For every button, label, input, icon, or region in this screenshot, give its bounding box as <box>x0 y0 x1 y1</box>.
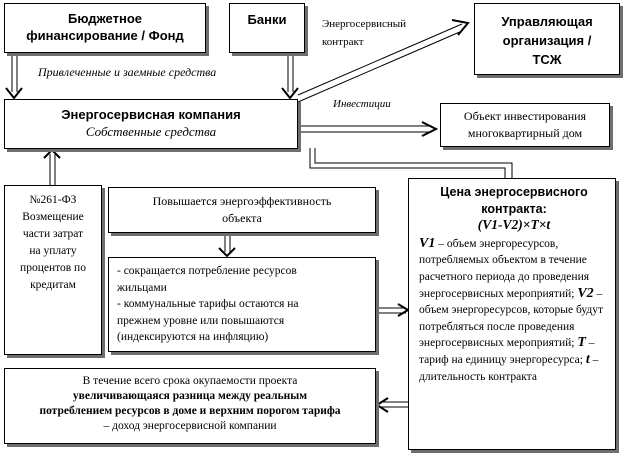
price-title-2: контракта: <box>481 201 547 216</box>
object-line-1: Объект инвестирования <box>463 109 587 123</box>
budget-funding-box: Бюджетное финансирование / Фонд <box>4 3 206 53</box>
efficiency-line-2: объекта <box>222 211 262 225</box>
revenue-box: В течение всего срока окупаемости проект… <box>4 368 376 444</box>
revenue-line-3: потреблением ресурсов в доме и верхним п… <box>39 405 341 417</box>
price-title-1: Цена энергосервисного <box>440 185 588 199</box>
mgmt-line-1: Управляющая <box>501 14 593 29</box>
mgmt-line-3: ТСЖ <box>532 52 562 67</box>
efficiency-line-1: Повышается энергоэффективность <box>152 194 332 208</box>
price-v2-symbol: V2 <box>577 285 594 301</box>
law-261-box: №261-ФЗ Возмещение части затрат на уплат… <box>4 185 102 355</box>
law-line-1: №261-ФЗ <box>29 194 77 206</box>
effects-box: - сокращается потребление ресурсов жильц… <box>108 257 376 352</box>
effect-line-1: - сокращается потребление ресурсов <box>117 265 297 277</box>
esco-subtitle: Собственные средства <box>85 124 217 139</box>
revenue-line-4: – доход энергосервисной компании <box>103 420 277 432</box>
contract-label-line-2: контракт <box>322 36 364 48</box>
price-v1-text: – объем энергоресурсов, потребляемых объ… <box>419 237 590 300</box>
object-line-2: многоквартирный дом <box>467 126 583 140</box>
effect-line-4: прежнем уровне или повышаются <box>117 314 285 327</box>
contract-price-box: Цена энергосервисного контракта: (V1-V2)… <box>408 178 616 450</box>
price-formula: (V1-V2)×T×t <box>477 217 551 233</box>
revenue-line-2: увеличивающаяся разница между реальным <box>72 390 308 402</box>
law-line-4: на уплату <box>29 245 77 257</box>
budget-line-2: финансирование / Фонд <box>26 28 184 43</box>
mgmt-line-2: организация / <box>502 33 592 48</box>
esco-title: Энергосервисная компания <box>61 107 241 122</box>
price-v1-symbol: V1 <box>419 235 436 251</box>
price-v2-text: – объем энергоресурсов, которые будут по… <box>419 287 604 350</box>
banks-box: Банки <box>229 3 305 53</box>
budget-line-1: Бюджетное <box>67 11 143 26</box>
price-tt-text: – длительность контракта <box>419 353 599 383</box>
law-line-3: части затрат <box>22 228 84 240</box>
banks-label: Банки <box>247 12 287 27</box>
price-definitions: V1 – объем энергоресурсов, потребляемых … <box>419 236 609 385</box>
law-line-5: процентов по <box>20 262 86 274</box>
effect-line-2: жильцами <box>117 281 167 294</box>
investment-object-box: Объект инвестирования многоквартирный до… <box>440 103 610 147</box>
price-t-text: – тариф на единицу энергоресурса; <box>419 337 595 366</box>
law-line-2: Возмещение <box>22 211 84 223</box>
management-org-box: Управляющая организация / ТСЖ <box>474 3 620 75</box>
attracted-funds-label: Привлеченные и заемные средства <box>38 65 217 79</box>
investments-label: Инвестиции <box>333 98 391 110</box>
revenue-line-1: В течение всего срока окупаемости проект… <box>82 375 298 387</box>
price-tt-symbol: t <box>585 351 590 367</box>
law-line-6: кредитам <box>30 279 76 291</box>
effect-line-5: (индексируются на инфляцию) <box>117 331 269 343</box>
effect-line-3: - коммунальные тарифы остаются на <box>117 298 299 310</box>
price-t-symbol: T <box>577 335 586 351</box>
contract-label-line-1: Энергосервисный <box>322 18 407 30</box>
efficiency-box: Повышается энергоэффективность объекта <box>108 187 376 233</box>
esco-box: Энергосервисная компания Собственные сре… <box>4 99 298 149</box>
